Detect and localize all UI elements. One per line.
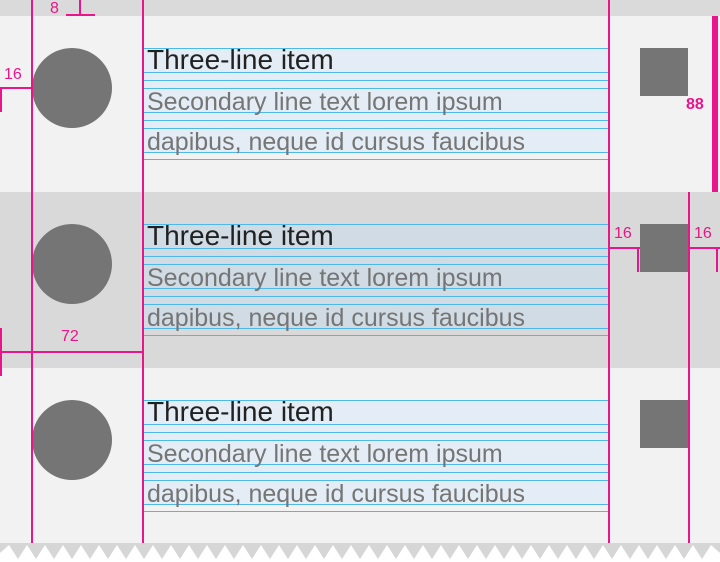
keyline (144, 328, 609, 329)
keyline (144, 128, 609, 129)
secondary-text: Secondary line text lorem ipsum (147, 440, 503, 468)
text-left-label: 72 (61, 328, 79, 345)
measure-tick (637, 248, 639, 272)
row-height-label: 88 (686, 96, 704, 113)
secondary-text: Secondary line text lorem ipsum (147, 264, 503, 292)
text-keyline-area (144, 400, 608, 504)
top-padding-label: 8 (50, 0, 59, 17)
row-height-bar (712, 16, 718, 192)
list-item[interactable]: Three-line item Secondary line text lore… (0, 192, 720, 368)
primary-text: Three-line item (147, 220, 334, 251)
keyline (144, 304, 609, 305)
avatar (32, 48, 112, 128)
primary-text: Three-line item (147, 44, 334, 75)
keyline (144, 120, 609, 121)
keyline-avatar-left (31, 0, 33, 544)
list-item[interactable]: Three-line item Secondary line text lore… (0, 16, 720, 192)
secondary-text: dapibus, neque id cursus faucibus (147, 480, 526, 508)
text-keyline-area (144, 48, 608, 152)
keyline (144, 424, 609, 425)
measure-tick (79, 0, 81, 16)
keyline (144, 472, 609, 473)
keyline (144, 440, 609, 441)
keyline (144, 159, 609, 160)
keyline (144, 112, 609, 113)
secondary-text: dapibus, neque id cursus faucibus (147, 128, 526, 156)
square-gap-label: 16 (614, 225, 632, 242)
keyline (144, 480, 609, 481)
keyline (144, 264, 609, 265)
keyline (144, 80, 609, 81)
square-right-label: 16 (694, 225, 712, 242)
secondary-action-square[interactable] (640, 48, 688, 96)
secondary-text: dapibus, neque id cursus faucibus (147, 304, 526, 332)
avatar (32, 224, 112, 304)
list-item[interactable]: Three-line item Secondary line text lore… (0, 368, 720, 544)
secondary-action-square[interactable] (640, 224, 688, 272)
keyline (144, 464, 609, 465)
keyline-square-right (688, 192, 690, 544)
keyline (144, 256, 609, 257)
keyline (144, 72, 609, 73)
keyline (144, 248, 609, 249)
keyline (144, 504, 609, 505)
avatar-left-label: 16 (4, 66, 22, 83)
keyline (144, 400, 609, 401)
measure-line (0, 351, 144, 353)
measure-tick (716, 248, 718, 272)
measure-tick (0, 88, 2, 112)
keyline (144, 511, 609, 512)
measure-tick (0, 328, 2, 376)
text-keyline-area (144, 224, 608, 328)
secondary-action-square[interactable] (640, 400, 688, 448)
keyline (144, 224, 609, 225)
top-padding-band (0, 0, 720, 16)
primary-text: Three-line item (147, 396, 334, 427)
keyline (144, 335, 609, 336)
avatar (32, 400, 112, 480)
measure-line (0, 87, 32, 89)
keyline (144, 152, 609, 153)
keyline (144, 296, 609, 297)
measure-line (689, 247, 720, 249)
keyline (144, 288, 609, 289)
secondary-text: Secondary line text lorem ipsum (147, 88, 503, 116)
keyline-text-left (142, 0, 144, 544)
keyline (144, 432, 609, 433)
measure-line (609, 247, 640, 249)
keyline (144, 48, 609, 49)
torn-edge (0, 543, 720, 559)
keyline (144, 88, 609, 89)
keyline-text-right (608, 0, 610, 544)
